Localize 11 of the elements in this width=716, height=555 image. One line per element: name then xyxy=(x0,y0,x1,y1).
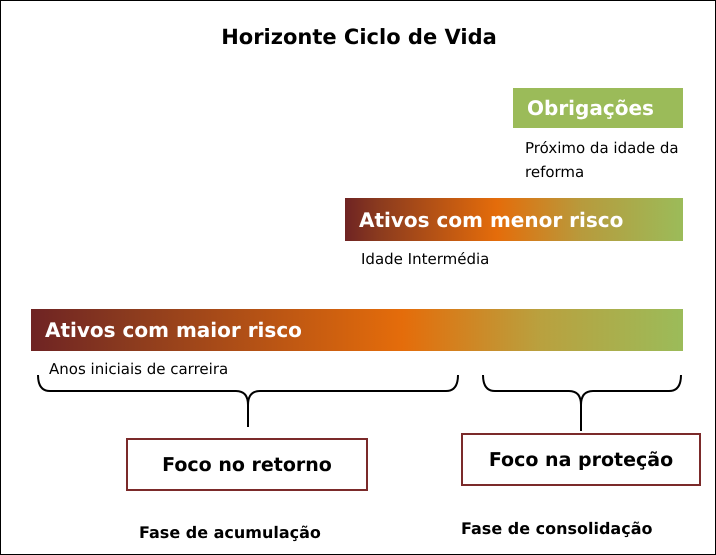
asset-bar: Obrigações xyxy=(513,88,683,128)
phase-label: Fase de acumulação xyxy=(139,523,321,542)
asset-bar: Ativos com maior risco xyxy=(31,309,683,351)
phase-label: Fase de consolidação xyxy=(461,519,652,538)
diagram-title: Horizonte Ciclo de Vida xyxy=(220,25,498,49)
bar-caption: Próximo da idade da reforma xyxy=(525,138,680,183)
bar-caption: Idade Intermédia xyxy=(361,249,490,270)
focus-box: Foco no retorno xyxy=(126,438,368,491)
asset-bar: Ativos com menor risco xyxy=(345,198,683,241)
bar-caption: Anos iniciais de carreira xyxy=(49,359,230,380)
focus-box: Foco na proteção xyxy=(461,433,701,486)
